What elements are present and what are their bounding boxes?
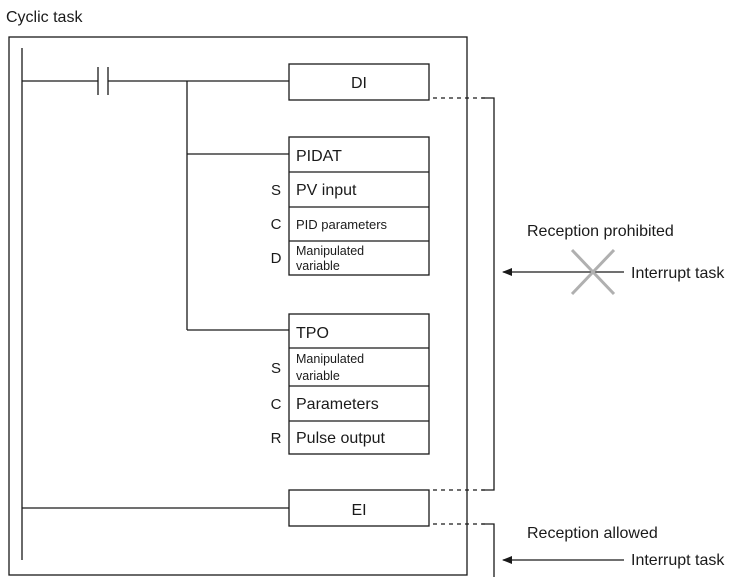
allowed-interrupt-task-label: Interrupt task bbox=[631, 552, 725, 569]
prohibited-annotation: Reception prohibited Interrupt task bbox=[502, 223, 725, 296]
pidat-operand-c-prefix: C bbox=[271, 216, 282, 233]
tpo-operand-r-label: Pulse output bbox=[296, 430, 386, 447]
rung-ei: EI bbox=[22, 489, 430, 527]
tpo-operand-s-prefix: S bbox=[271, 360, 281, 377]
pidat-operand-d-label-line1: Manipulated bbox=[296, 244, 364, 258]
tpo-box bbox=[288, 313, 430, 455]
cross-icon bbox=[570, 248, 616, 296]
pidat-name: PIDAT bbox=[296, 148, 342, 165]
allowed-range-bracket bbox=[433, 523, 495, 577]
tpo-name: TPO bbox=[296, 325, 329, 342]
tpo-operand-s-label-line1: Manipulated bbox=[296, 352, 364, 366]
tpo-operand-s-label-line2: variable bbox=[296, 369, 340, 383]
cyclic-task-title: Cyclic task bbox=[6, 9, 83, 26]
rung-di: DI bbox=[22, 63, 430, 101]
tpo-instruction: TPO S Manipulated variable C Parameters … bbox=[187, 313, 430, 455]
prohibited-range-bracket bbox=[433, 97, 495, 491]
pidat-operand-c-label: PID parameters bbox=[296, 217, 388, 232]
allowed-annotation: Reception allowed Interrupt task bbox=[502, 525, 725, 569]
pidat-operand-d-label-line2: variable bbox=[296, 259, 340, 273]
cyclic-task-frame bbox=[8, 36, 468, 576]
normally-open-contact bbox=[97, 67, 109, 95]
tpo-operand-c-prefix: C bbox=[271, 396, 282, 413]
ei-instruction-label: EI bbox=[351, 502, 366, 519]
pidat-box bbox=[288, 136, 430, 276]
pidat-instruction: PIDAT S PV input C PID parameters D Mani… bbox=[187, 136, 430, 276]
reception-allowed-label: Reception allowed bbox=[527, 525, 658, 542]
prohibited-interrupt-task-label: Interrupt task bbox=[631, 265, 725, 282]
pidat-operand-d-prefix: D bbox=[271, 250, 282, 267]
tpo-operand-r-prefix: R bbox=[271, 430, 282, 447]
ei-instruction-box bbox=[288, 489, 430, 527]
tpo-operand-c-label: Parameters bbox=[296, 396, 379, 413]
di-instruction-box bbox=[288, 63, 430, 101]
di-instruction-label: DI bbox=[351, 75, 367, 92]
pidat-operand-s-label: PV input bbox=[296, 182, 357, 199]
pidat-operand-s-prefix: S bbox=[271, 182, 281, 199]
reception-prohibited-label: Reception prohibited bbox=[527, 223, 674, 240]
